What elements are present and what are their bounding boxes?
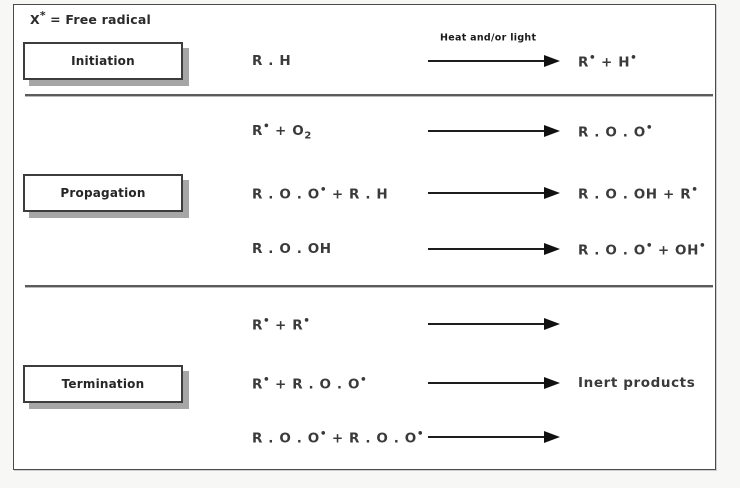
stage-label-initiation: Initiation xyxy=(71,54,135,68)
product-propagation-4: R . O . O• + OH• xyxy=(578,239,706,259)
reactant-propagation-2: R• + O2 xyxy=(252,120,312,142)
reactant-termination-6: R• + R . O . O• xyxy=(252,373,367,393)
section-divider-2 xyxy=(25,285,713,288)
reactant-initiation-1: R . H xyxy=(252,53,292,69)
product-initiation-1: R• + H• xyxy=(578,51,637,71)
stage-box-termination[interactable]: Termination xyxy=(23,365,183,403)
reactant-propagation-3: R . O . O• + R . H xyxy=(252,183,389,203)
stage-box-initiation[interactable]: Initiation xyxy=(23,42,183,80)
product-propagation-3: R . O . OH + R• xyxy=(578,183,698,203)
stage-label-propagation: Propagation xyxy=(60,186,146,200)
stage-box-propagation[interactable]: Propagation xyxy=(23,174,183,212)
reactant-propagation-4: R . O . OH xyxy=(252,241,332,257)
reactant-termination-5: R• + R• xyxy=(252,314,310,334)
reactant-termination-7: R . O . O• + R . O . O• xyxy=(252,427,424,447)
legend-symbol: X xyxy=(30,12,40,28)
product-propagation-2: R . O . O• xyxy=(578,121,653,141)
section-divider-1 xyxy=(25,94,713,97)
product-termination-6: Inert products xyxy=(578,375,696,391)
legend-text: = Free radical xyxy=(45,12,151,28)
legend-radical-mark: * xyxy=(39,9,46,22)
legend-free-radical: X* = Free radical xyxy=(30,9,151,27)
stage-label-termination: Termination xyxy=(61,377,145,391)
arrow-condition-label: Heat and/or light xyxy=(440,32,537,44)
